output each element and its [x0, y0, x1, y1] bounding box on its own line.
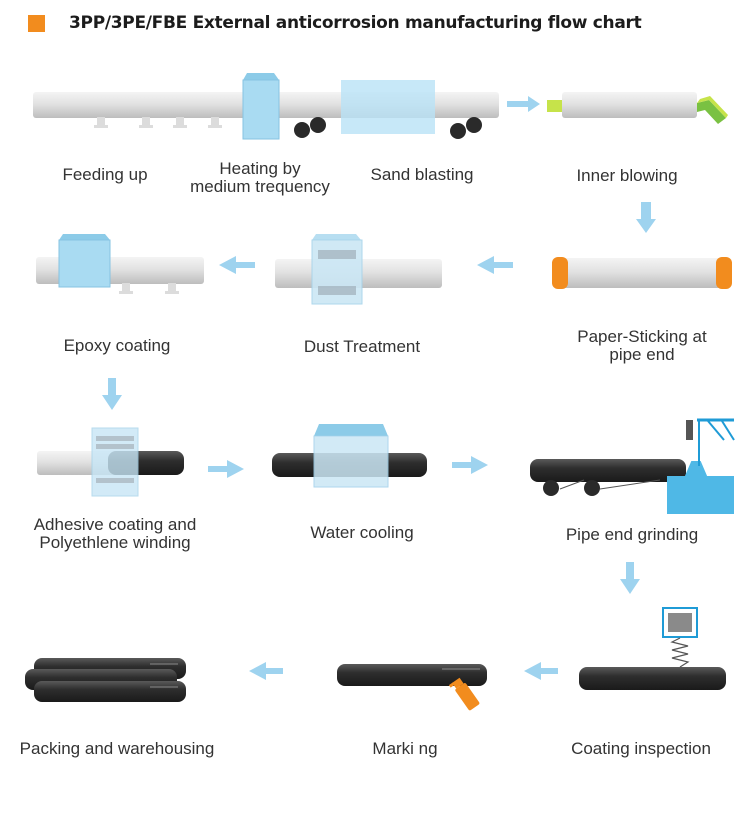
label-packing: Packing and warehousing: [19, 739, 215, 758]
arrow-8: [620, 562, 640, 594]
label-sand-blasting: Sand blasting: [370, 165, 474, 184]
water-cooling-scene: [272, 424, 427, 488]
green-nozzle-right: [697, 100, 726, 124]
dust-treatment-scene: [275, 234, 442, 305]
marking-scene: [337, 664, 487, 711]
sandblast-chamber: [341, 80, 435, 134]
arrow-10: [249, 662, 283, 680]
label-epoxy-coating: Epoxy coating: [63, 336, 171, 355]
orange-end-right: [716, 257, 732, 289]
pipe-innerblow: [562, 92, 697, 118]
label-adhesive-coating: Adhesive coating and Polyethlene winding: [33, 515, 197, 552]
arrow-4: [219, 256, 255, 274]
green-cap-left: [547, 100, 562, 112]
arrow-5: [102, 378, 122, 410]
label-water-cooling: Water cooling: [310, 523, 414, 542]
title-bar: 3PP/3PE/FBE External anticorrosion manuf…: [28, 10, 642, 36]
label-inner-blowing: Inner blowing: [576, 166, 678, 185]
title-marker: [28, 14, 45, 32]
packing-scene: [25, 658, 186, 702]
rollers: [294, 117, 482, 139]
pipe-end-grinding-scene: [530, 418, 735, 514]
label-paper-sticking: Paper-Sticking at pipe end: [577, 327, 707, 364]
chart-title: 3PP/3PE/FBE External anticorrosion manuf…: [69, 13, 642, 33]
arrow-2: [636, 202, 656, 233]
coating-inspection-scene: [579, 607, 726, 690]
label-coating-inspection: Coating inspection: [571, 739, 711, 758]
epoxy-coating-scene: [36, 234, 204, 294]
label-feeding-up: Feeding up: [62, 165, 148, 184]
heater-box: [242, 73, 280, 140]
support-legs: [94, 117, 222, 128]
label-pipe-end-grinding: Pipe end grinding: [565, 525, 699, 544]
arrow-3: [477, 256, 513, 274]
label-dust-treatment: Dust Treatment: [303, 337, 421, 356]
orange-end-left: [552, 257, 568, 289]
arrow-9: [524, 662, 558, 680]
arrow-7: [452, 456, 488, 474]
arrow-1: [507, 96, 540, 112]
adhesive-coating-scene: [37, 427, 184, 497]
paper-sticking-scene: [552, 257, 732, 289]
feeding-heating-sandblast-scene: [33, 73, 499, 140]
label-marking: Marki ng: [372, 739, 438, 758]
label-heating: Heating by medium trequency: [190, 159, 330, 196]
inner-blowing-scene: [547, 92, 728, 124]
arrow-6: [208, 460, 244, 478]
